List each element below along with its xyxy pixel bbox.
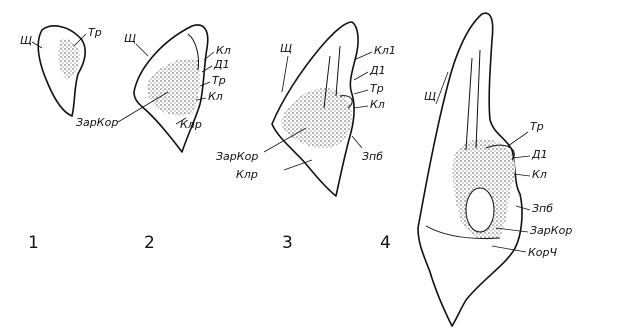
figure-2-label-kl: Кл	[208, 90, 223, 103]
figure-3-label-zpb: Зпб	[362, 150, 383, 163]
figure-4-label-tr: Тр	[530, 120, 544, 133]
figure-3-label-d1: Д1	[369, 64, 386, 77]
figure-2-label-shch: Щ	[124, 32, 136, 45]
figure-2-label-zarkor: ЗарКор	[76, 116, 118, 129]
figure-4-leader-d1	[512, 156, 530, 158]
figure-4-label-korch: КорЧ	[528, 246, 558, 259]
figure-4-label-kl: Кл	[532, 168, 547, 181]
figure-4-label-zpb: Зпб	[532, 202, 553, 215]
figure-3-leader-shch	[282, 56, 288, 92]
figure-2-label-kl-top: Кл	[216, 44, 231, 57]
figure-4-number: 4	[380, 233, 391, 253]
figure-2-number: 2	[144, 233, 155, 253]
figure-3-label-kl: Кл	[370, 98, 385, 111]
figure-4-label-zarkor: ЗарКор	[530, 224, 572, 237]
figure-3-label-kl1: Кл1	[374, 44, 396, 57]
figure-1: Щ Тр 1	[20, 26, 102, 253]
figure-1-label-shch: Щ	[20, 34, 32, 47]
figure-4: Щ Тр Д1 Кл Зпб ЗарКор КорЧ 4	[380, 13, 572, 326]
figure-4-label-d1: Д1	[531, 148, 548, 161]
figure-2-label-tr: Тр	[212, 74, 226, 87]
figure-4-cavity	[466, 188, 494, 232]
figure-4-label-shch: Щ	[424, 90, 436, 103]
figure-3-leader-tr	[354, 90, 368, 94]
figure-2-label-klr: Клр	[180, 118, 202, 131]
figure-3-label-zarkor: ЗарКор	[216, 150, 258, 163]
figure-3-leader-kl	[354, 106, 368, 108]
figure-4-leader-kl	[514, 174, 530, 176]
figure-3-label-shch: Щ	[280, 42, 292, 55]
figure-3-leader-zpb	[352, 136, 362, 148]
figure-3-label-klr: Клр	[236, 168, 258, 181]
figure-3-number: 3	[282, 233, 293, 253]
figure-1-label-tr: Тр	[88, 26, 102, 39]
figure-3-leader-d1	[354, 72, 368, 80]
figure-2: Щ Кл Д1 Тр Кл ЗарКор Клр 2	[76, 25, 231, 253]
figure-2-leader-shch	[136, 44, 148, 56]
figure-3: Щ Кл1 Д1 Тр Кл ЗарКор Клр Зпб 3	[216, 22, 396, 253]
figure-1-number: 1	[28, 233, 39, 253]
figure-4-leader-tr	[508, 132, 528, 146]
figure-3-label-tr: Тр	[370, 82, 384, 95]
figure-2-label-d1: Д1	[213, 58, 230, 71]
